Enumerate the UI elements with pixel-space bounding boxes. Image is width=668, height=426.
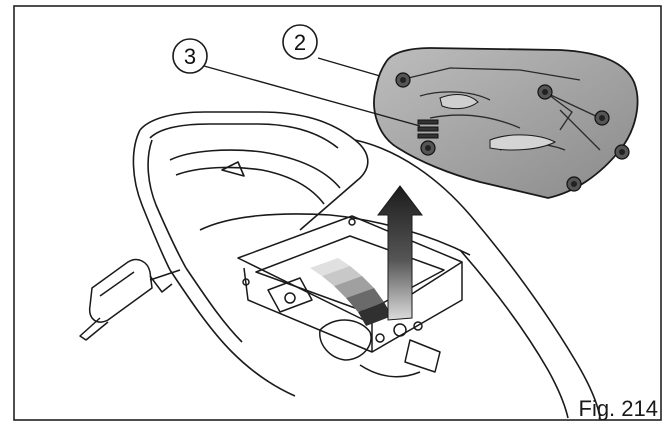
- callout-3-label: 3: [184, 44, 196, 69]
- motorcycle-tail: [132, 111, 601, 419]
- seat: [373, 47, 639, 199]
- up-arrow-icon: [376, 185, 424, 321]
- seat-latch: [417, 119, 439, 139]
- callout-2-label: 2: [294, 30, 306, 55]
- compartment-shading: [310, 258, 392, 326]
- figure-frame: [13, 5, 662, 421]
- battery-compartment: [237, 215, 463, 378]
- callout-3: 3: [172, 38, 421, 127]
- license-plate-holder: [79, 258, 181, 341]
- callout-2: 2: [282, 24, 381, 77]
- figure-caption: Fig. 214: [578, 396, 659, 421]
